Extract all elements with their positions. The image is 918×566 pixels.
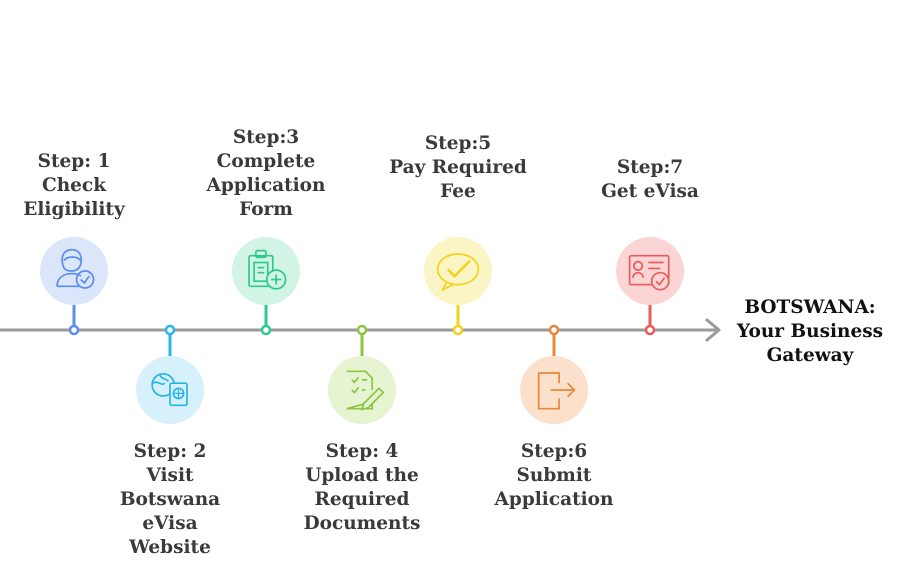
end-label-line-1: BOTSWANA: <box>744 297 876 318</box>
passport-globe-icon <box>151 372 188 407</box>
step-3-label-line-1: Step:3 <box>232 127 300 148</box>
step-7 <box>616 237 684 336</box>
step-4 <box>328 324 396 424</box>
id-card-check-icon <box>628 254 670 291</box>
step-2-label-line-2: Visit <box>146 465 194 486</box>
step-1-label-line-2: Check <box>41 175 107 196</box>
end-label-line-2: Your Business <box>736 321 884 342</box>
step-1-marker <box>68 324 80 336</box>
step-2 <box>136 324 204 424</box>
step-4-label-line-3: Required <box>314 489 410 510</box>
step-6 <box>520 324 588 424</box>
step-4-label-line-1: Step: 4 <box>325 441 399 462</box>
step-7-label-line-2: Get eVisa <box>601 181 699 202</box>
step-4-label-line-4: Documents <box>303 513 421 534</box>
step-4-label-line-2: Upload the <box>305 465 419 486</box>
step-2-label-line-5: Website <box>129 537 211 558</box>
step-2-label-line-3: Botswana <box>119 489 221 510</box>
step-5-label-line-1: Step:5 <box>424 133 492 154</box>
end-label: BOTSWANA: Your Business Gateway <box>735 296 885 368</box>
step-6-label-line-1: Step:6 <box>520 441 588 462</box>
step-4-marker <box>356 324 368 336</box>
step-1-label-line-3: Eligibility <box>23 199 125 220</box>
timeline-arrowhead <box>705 318 721 342</box>
step-1 <box>40 237 108 336</box>
step-2-label-line-4: eVisa <box>142 513 198 534</box>
step-2-label-line-1: Step: 2 <box>133 441 207 462</box>
step-3-label-line-4: Form <box>239 199 293 220</box>
step-6-marker <box>548 324 560 336</box>
step-3 <box>232 237 300 336</box>
submit-exit-icon <box>537 372 576 410</box>
step-5-label-line-3: Fee <box>440 181 476 202</box>
user-check-icon <box>56 248 95 289</box>
step-3-marker <box>260 324 272 336</box>
step-2-marker <box>164 324 176 336</box>
step-6-label-line-2: Submit <box>516 465 592 486</box>
document-edit-icon <box>346 370 385 411</box>
step-5-marker <box>452 324 464 336</box>
step-7-icon-badge <box>616 237 684 305</box>
step-5 <box>424 237 492 336</box>
step-3-label-line-3: Application <box>206 175 326 196</box>
step-3-icon-badge <box>232 237 300 305</box>
step-7-label-line-1: Step:7 <box>616 157 684 178</box>
step-5-label-line-2: Pay Required <box>389 157 527 178</box>
clipboard-add-icon <box>248 249 287 290</box>
end-label-line-3: Gateway <box>766 345 854 366</box>
step-7-marker <box>644 324 656 336</box>
step-6-label-line-3: Application <box>494 489 614 510</box>
step-1-label-line-1: Step: 1 <box>37 151 111 172</box>
payment-check-icon <box>436 253 480 292</box>
step-3-label-line-2: Complete <box>216 151 316 172</box>
